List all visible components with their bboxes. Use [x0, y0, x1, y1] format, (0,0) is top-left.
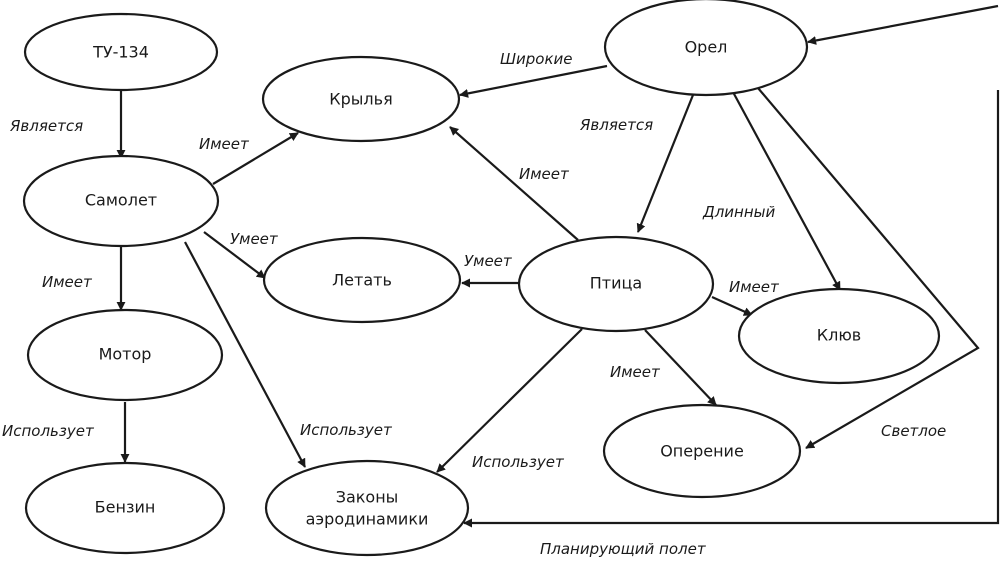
nodes: ТУ-134 Самолет Мотор Бензин Крылья Летат… [22, 0, 941, 557]
node-krylya: Крылья [261, 55, 461, 143]
node-operenie-label: Оперение [660, 442, 744, 461]
edge-label-ptitsa-zakony: Использует [472, 453, 565, 471]
edge-label-orel-krylya: Широкие [500, 50, 573, 68]
edge-external-orel [807, 4, 999, 45]
node-motor: Мотор [26, 308, 224, 402]
node-zakony-label-line2: аэродинамики [306, 510, 429, 529]
edge-ptitsa-operenie [644, 329, 717, 406]
node-ptitsa-label: Птица [590, 274, 642, 293]
edge-label-orel-zakony-glide: Планирующий полет [540, 540, 707, 558]
node-tu134: ТУ-134 [23, 12, 219, 92]
node-samolet-label: Самолет [85, 191, 157, 210]
edge-ptitsa-zakony [436, 328, 583, 473]
node-motor-label: Мотор [99, 345, 152, 364]
edge-label-orel-operenie: Светлое [881, 422, 946, 440]
node-benzin-label: Бензин [95, 498, 156, 517]
edge-label-motor-benzin: Использует [2, 422, 95, 440]
edge-label-orel-ptitsa: Является [579, 116, 653, 134]
edge-orel-operenie [757, 87, 980, 449]
node-samolet: Самолет [22, 154, 220, 248]
node-operenie: Оперение [602, 403, 802, 499]
edge-label-ptitsa-letat: Умеет [464, 252, 513, 270]
node-krylya-label: Крылья [329, 90, 392, 109]
edge-samolet-letat [203, 231, 266, 279]
node-klyuv-label: Клюв [817, 326, 861, 345]
edge-label-samolet-zakony: Использует [300, 421, 393, 439]
edge-label-ptitsa-klyuv: Имеет [729, 278, 780, 296]
node-benzin: Бензин [24, 461, 226, 555]
edge-label-tu134-samolet: Является [9, 117, 83, 135]
node-orel: Орел [603, 0, 809, 97]
edge-label-samolet-motor: Имеет [42, 273, 93, 291]
node-letat-label: Летать [332, 271, 392, 290]
edge-orel-ptitsa [636, 94, 695, 233]
edge-orel-krylya [459, 64, 608, 98]
edge-label-samolet-letat: Умеет [230, 230, 279, 248]
edge-label-ptitsa-krylya: Имеет [519, 165, 570, 183]
edge-ptitsa-krylya [449, 126, 579, 241]
edge-samolet-krylya [212, 132, 299, 185]
edges [116, 4, 1000, 528]
edge-label-orel-klyuv: Длинный [702, 203, 776, 221]
edge-ptitsa-klyuv [711, 295, 753, 317]
node-orel-label: Орел [685, 38, 728, 57]
edge-label-samolet-krylya: Имеет [199, 135, 250, 153]
edge-orel-zakony-glide [463, 90, 1000, 528]
node-ptitsa: Птица [517, 235, 715, 333]
node-letat: Летать [262, 236, 462, 324]
edge-labels: Является Имеет Использует Имеет Умеет Ис… [2, 50, 946, 558]
node-zakony-label-line1: Законы [336, 488, 399, 507]
edge-label-ptitsa-operenie: Имеет [610, 363, 661, 381]
edge-samolet-zakony [184, 241, 306, 468]
node-tu134-label: ТУ-134 [92, 43, 149, 62]
node-zakony: Законы аэродинамики [264, 459, 470, 557]
node-klyuv: Клюв [737, 287, 941, 385]
edge-orel-klyuv [732, 91, 841, 291]
